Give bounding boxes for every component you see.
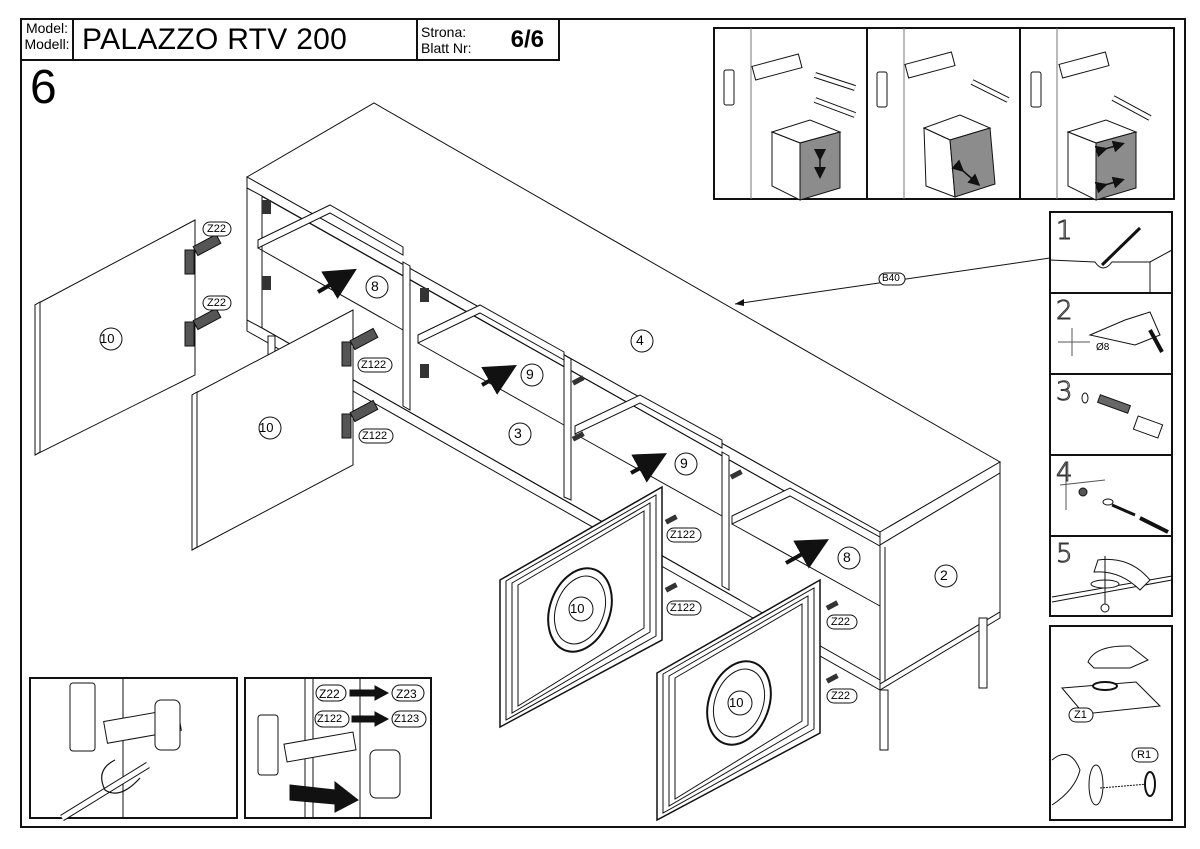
cabinet-body (245, 102, 1001, 751)
part-door-framed-1: 10 (570, 601, 585, 616)
part-top-panel: 4 (636, 332, 644, 348)
part-shelf-mid-left: 9 (526, 366, 534, 382)
model-label-pl: Model: (25, 20, 69, 36)
fitting-hinge-d2-bottom: Z122 (362, 430, 388, 442)
model-label-cell: Model: Modell: (20, 18, 74, 61)
mounting-plates (262, 200, 839, 684)
page-labels: Strona: Blatt Nr: (418, 24, 475, 56)
fitting-callouts (202, 221, 906, 704)
page-cell: Strona: Blatt Nr: 6/6 (416, 18, 560, 61)
part-shelf-mid-right: 9 (680, 455, 688, 471)
part-door-framed-2: 10 (729, 695, 744, 710)
replace-from-1: Z22 (319, 687, 340, 701)
wall-step-3: 3 (1056, 377, 1074, 407)
wall-step-2: 2 (1056, 296, 1074, 326)
page-number: 6/6 (510, 25, 544, 53)
bumper-label: R1 (1137, 749, 1152, 761)
replace-to-1: Z23 (396, 687, 417, 701)
page-label-de: Blatt Nr: (421, 39, 472, 56)
step-number: 6 (30, 61, 57, 114)
part-door-flat-1: 10 (100, 331, 115, 346)
fitting-hinge-d4-bottom: Z22 (831, 690, 850, 702)
door-hinges (184, 233, 379, 439)
felt-pad-label: Z1 (1074, 709, 1087, 721)
replace-from-2: Z122 (317, 713, 343, 725)
model-name: PALAZZO RTV 200 (72, 18, 418, 61)
hinge-detail-panels (29, 677, 432, 821)
wall-mount-panels (1049, 211, 1173, 821)
wall-step-1: 1 (1056, 216, 1074, 246)
wall-step-5: 5 (1056, 539, 1074, 569)
part-side-panel: 2 (940, 567, 948, 583)
page-frame (20, 18, 1186, 828)
model-label-de: Modell: (24, 36, 70, 52)
fitting-hinge-d3-top: Z122 (670, 529, 696, 541)
hinge-adjustment-panels (713, 27, 1175, 201)
fitting-hinge-d3-bottom: Z122 (670, 602, 696, 614)
fitting-hinge-d4-top: Z22 (831, 616, 850, 628)
wall-step-4: 4 (1056, 458, 1074, 488)
part-bottom-panel: 3 (514, 425, 522, 441)
insertion-arrows (316, 268, 829, 569)
fitting-hinge-d1-top: Z22 (207, 223, 226, 235)
part-shelf-left: 8 (371, 278, 379, 294)
part-door-flat-2: 10 (259, 420, 274, 435)
fitting-hinge-d1-bottom: Z22 (207, 297, 226, 309)
title-block: Model: Modell: PALAZZO RTV 200 Strona: B… (20, 18, 560, 61)
replace-to-2: Z123 (394, 713, 420, 725)
part-callouts (99, 275, 958, 716)
drill-size-label: Ø8 (1096, 342, 1110, 353)
fitting-back-nail: B40 (882, 273, 900, 284)
part-shelf-right: 8 (843, 549, 851, 565)
fitting-hinge-d2-top: Z122 (361, 359, 387, 371)
page-label-pl: Strona: (421, 23, 467, 40)
